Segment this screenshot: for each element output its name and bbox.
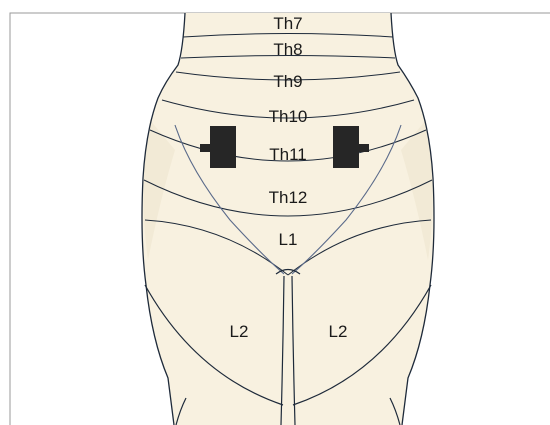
electrode-lead-right [358, 144, 369, 152]
label-th8: Th8 [273, 40, 302, 59]
label-th11: Th11 [269, 145, 307, 164]
electrode-pad-left [210, 126, 236, 168]
label-l2-right: L2 [329, 322, 348, 341]
electrode-lead-left [200, 144, 211, 152]
label-th10: Th10 [269, 107, 308, 126]
electrode-pad-right [333, 126, 359, 168]
label-th12: Th12 [269, 188, 308, 207]
label-th9: Th9 [273, 72, 302, 91]
label-l2-left: L2 [230, 322, 249, 341]
label-th7: Th7 [273, 14, 302, 33]
label-l1: L1 [279, 230, 298, 249]
